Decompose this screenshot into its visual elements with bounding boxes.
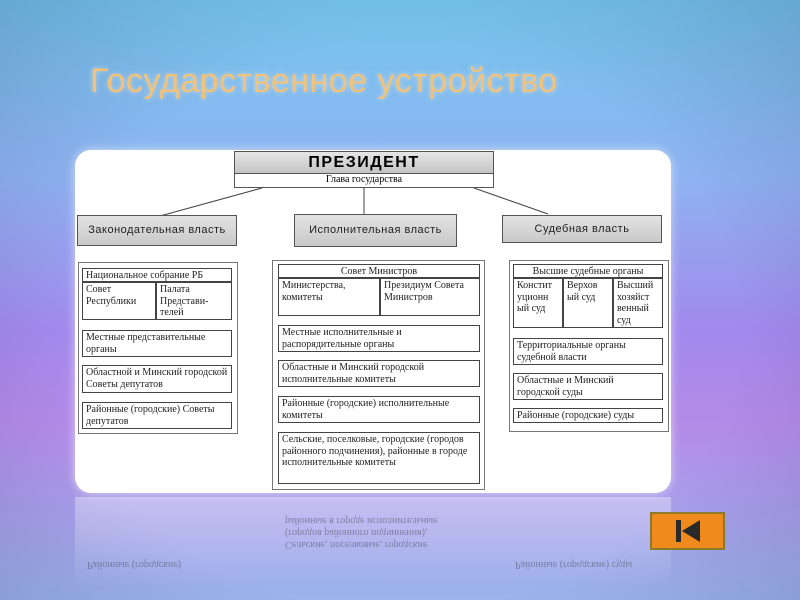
executive-district: Районные (городские) исполнительные коми… <box>278 396 480 423</box>
council-of-ministers: Совет Министров <box>278 264 480 278</box>
council-of-republic: Совет Республики <box>82 282 156 320</box>
regional-courts: Областные и Минский городской суды <box>513 373 663 400</box>
legislative-district: Районные (городские) Советы депутатов <box>82 402 232 429</box>
reflection-line-2: (городов районного подчинения), <box>285 527 428 538</box>
slide-title: Государственное устройство <box>90 62 558 100</box>
constitutional-court: Констит уционн ый суд <box>513 278 563 328</box>
executive-local: Местные исполнительные и распорядительны… <box>278 325 480 352</box>
executive-rural: Сельские, поселковые, городские (городов… <box>278 432 480 484</box>
legislative-header: Законодательная власть <box>77 215 237 246</box>
legislative-frame <box>78 262 238 434</box>
reflection-line-5: Районные (городские) суды <box>515 559 633 570</box>
executive-frame <box>272 260 485 490</box>
skip-back-icon <box>675 520 700 542</box>
supreme-court: Верхов ый суд <box>563 278 613 328</box>
ministries-committees: Министерства, комитеты <box>278 278 380 316</box>
executive-header: Исполнительная власть <box>294 214 457 247</box>
house-of-representatives: Палата Представи-телей <box>156 282 232 320</box>
back-button[interactable] <box>650 512 725 550</box>
presidium: Президиум Совета Министров <box>380 278 480 316</box>
reflection-line-3: Сельские, поселковые, городские <box>285 539 428 550</box>
higher-courts: Высшие судебные органы <box>513 264 663 278</box>
reflection-line-4: Районные (городские) <box>87 559 182 570</box>
territorial-courts: Территориальные органы судебной власти <box>513 338 663 365</box>
president-subtitle: Глава государства <box>234 174 494 188</box>
president-box: ПРЕЗИДЕНТ <box>234 151 494 174</box>
judicial-frame <box>509 260 669 432</box>
district-courts: Районные (городские) суды <box>513 408 663 423</box>
executive-regional: Областные и Минский городской исполнител… <box>278 360 480 387</box>
diagram-reflection: районные в городе исполнительные (городо… <box>75 497 671 587</box>
judicial-header: Судебная власть <box>502 215 662 243</box>
national-assembly: Национальное собрание РБ <box>82 268 232 282</box>
reflection-line-1: районные в городе исполнительные <box>285 515 438 526</box>
legislative-local: Местные представительные органы <box>82 330 232 357</box>
economic-court: Высший хозяйст венный суд <box>613 278 663 328</box>
legislative-regional: Областной и Минский городской Советы деп… <box>82 365 232 393</box>
